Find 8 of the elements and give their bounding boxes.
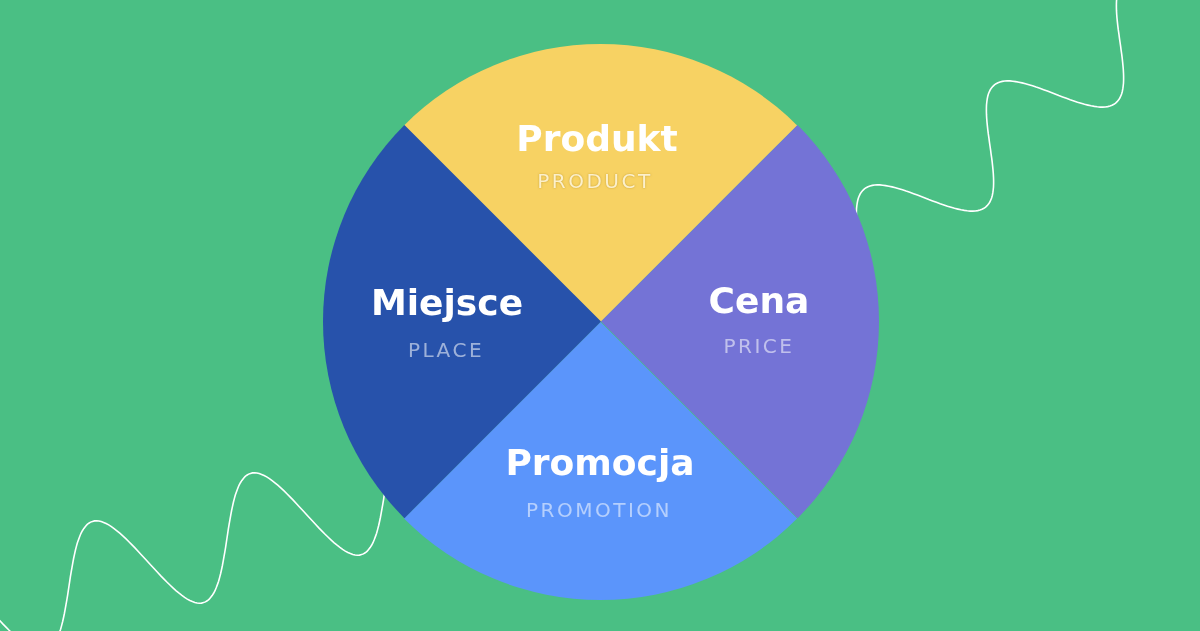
segment-title: Cena [708,279,810,321]
segment-title: Miejsce [370,281,524,323]
segment-subtitle: PRODUCT [537,169,653,193]
segment-title: Promocja [505,441,695,483]
segment-subtitle: PROMOTION [526,498,672,522]
segment-subtitle: PLACE [407,338,485,362]
segment-title: Produkt [516,117,678,159]
segment-subtitle: PRICE [723,334,795,358]
